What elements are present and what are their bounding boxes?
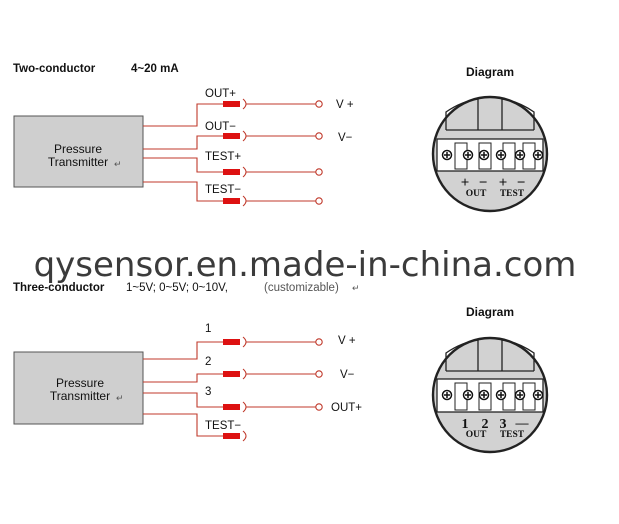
- wire-label-1: 1: [205, 323, 211, 335]
- terminal-label-vplus: V +: [336, 99, 354, 111]
- three-conductor-box-line2: Transmitter: [50, 389, 110, 403]
- wire-test-minus: [143, 181, 225, 202]
- wire-3: [143, 392, 225, 408]
- two-pin-mark-1: +: [461, 175, 470, 191]
- three-conductor-terminals: [315, 338, 323, 411]
- three-conductor-transmitter-box: [13, 351, 144, 425]
- terminal-label-vminus: V−: [340, 369, 355, 381]
- wire-out-minus: [143, 135, 225, 150]
- two-conductor-box-line2: Transmitter: [48, 155, 108, 169]
- two-conductor-connector-diagram: [431, 95, 549, 213]
- connector-block: [223, 198, 240, 204]
- wire-label-3: 3: [205, 386, 211, 398]
- two-pin-group-out: OUT: [466, 189, 487, 199]
- watermark-text: qysensor.en.made-in-china.com: [34, 245, 577, 285]
- three-conductor-wires: [143, 341, 316, 437]
- three-conductor-box-line1: Pressure: [56, 376, 104, 390]
- three-conductor-customizable: (customizable): [264, 282, 339, 294]
- two-conductor-range: 4~20 mA: [131, 63, 179, 75]
- wire-2: [143, 373, 225, 383]
- wire-label-test-minus: TEST−: [205, 184, 241, 196]
- two-pin-group-test: TEST: [500, 189, 525, 199]
- two-conductor-title: Two-conductor: [13, 63, 96, 75]
- two-pin-mark-2: −: [479, 175, 488, 191]
- three-pin-mark-2: 2: [482, 417, 489, 432]
- two-conductor-diagram-label: Diagram: [466, 65, 514, 79]
- two-conductor-connectors: [223, 98, 247, 207]
- two-conductor-terminals: [315, 100, 323, 205]
- connector-block: [223, 169, 240, 175]
- wire-label-out-plus: OUT+: [205, 88, 236, 100]
- wire-label-out-minus: OUT−: [205, 121, 236, 133]
- two-pin-mark-3: +: [499, 175, 508, 191]
- three-conductor-ranges: 1~5V; 0~5V; 0~10V,: [126, 282, 228, 294]
- three-conductor-connector-diagram: [431, 336, 549, 454]
- wire-label-2: 2: [205, 356, 211, 368]
- three-pin-mark-4: —: [515, 415, 530, 430]
- three-pin-mark-3: 3: [500, 417, 507, 432]
- three-conductor-title: Three-conductor: [13, 282, 105, 294]
- wire-1: [143, 341, 225, 360]
- three-pin-group-out: OUT: [466, 430, 487, 440]
- wire-test-minus: [143, 413, 225, 437]
- wire-label-test-plus: TEST+: [205, 151, 241, 163]
- three-conductor-connectors: [223, 336, 247, 442]
- connector-block: [223, 101, 240, 107]
- three-pin-group-test: TEST: [500, 430, 525, 440]
- terminal-label-outplus: OUT+: [331, 402, 362, 414]
- two-conductor-box-line1: Pressure: [54, 142, 102, 156]
- two-pin-mark-4: −: [517, 175, 526, 191]
- two-conductor-wires: [143, 103, 316, 202]
- three-pin-mark-1: 1: [462, 417, 469, 432]
- wire-test-plus: [143, 157, 225, 173]
- terminal-label-vplus: V +: [338, 335, 356, 347]
- connector-block: [223, 133, 240, 139]
- wire-out-plus: [143, 103, 225, 127]
- two-conductor-box-return-mark: ↵: [114, 159, 122, 169]
- three-conductor-box-return-mark: ↵: [116, 393, 124, 403]
- wire-label-test-minus: TEST−: [205, 420, 241, 432]
- three-conductor-diagram-label: Diagram: [466, 305, 514, 319]
- three-conductor-return-mark: ↵: [352, 283, 360, 293]
- terminal-label-vminus: V−: [338, 132, 353, 144]
- two-conductor-transmitter-box: [13, 115, 144, 188]
